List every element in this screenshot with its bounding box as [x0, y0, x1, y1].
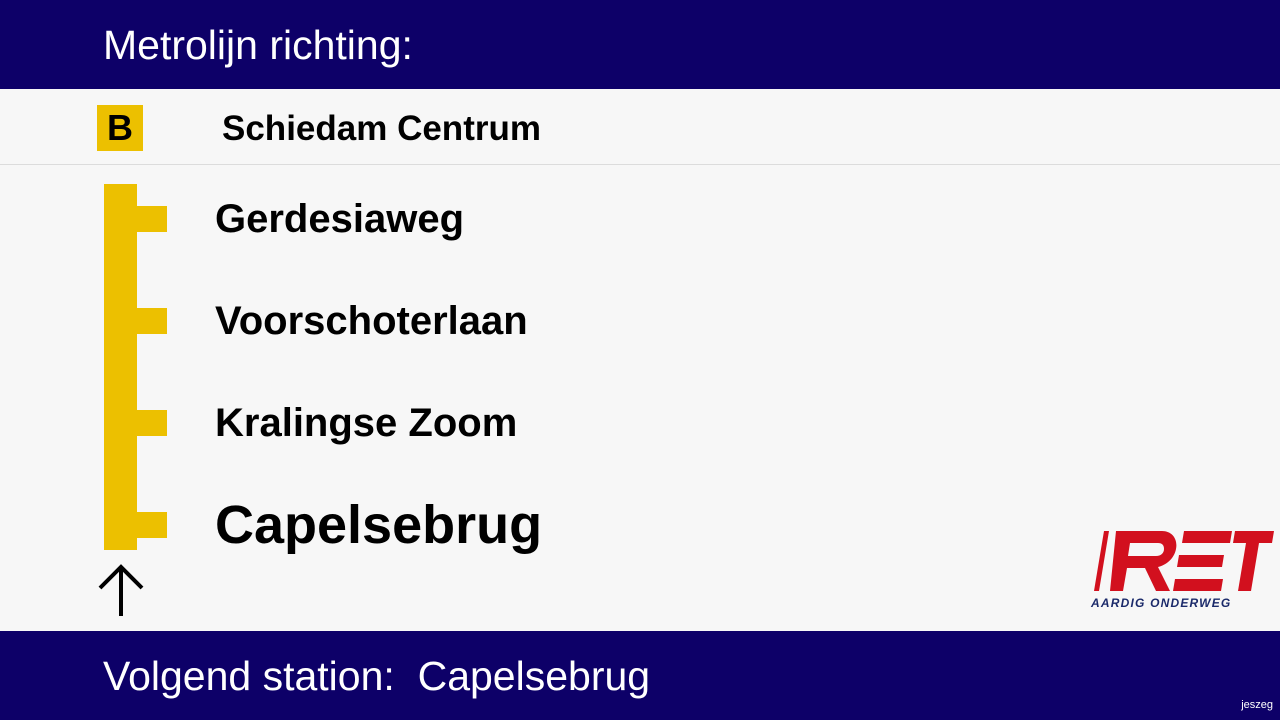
- station-name: Gerdesiaweg: [215, 197, 465, 241]
- header-bar: [0, 0, 1280, 89]
- footer-bar: [0, 631, 1280, 720]
- destination-row: [0, 89, 1280, 165]
- station-name: Kralingse Zoom: [215, 401, 518, 445]
- next-station-name: Capelsebrug: [417, 653, 651, 699]
- watermark: jeszeg: [1241, 699, 1273, 711]
- ret-logo: [1094, 531, 1274, 591]
- station-tick: [136, 308, 167, 334]
- current-station-name: Capelsebrug: [215, 495, 543, 555]
- header-title: Metrolijn richting:: [103, 22, 413, 68]
- next-station-display: Volgend station: Capelsebrug: [103, 651, 650, 701]
- station-tick: [136, 512, 167, 538]
- route-line: [104, 184, 137, 550]
- arrow-up-icon: [98, 564, 144, 616]
- destination-name: Schiedam Centrum: [222, 109, 541, 148]
- station-tick: [136, 410, 167, 436]
- line-badge: B: [97, 105, 143, 151]
- next-station-label: Volgend station:: [103, 653, 395, 699]
- logo-slogan: AARDIG ONDERWEG: [1091, 596, 1232, 610]
- station-tick: [136, 206, 167, 232]
- station-name: Voorschoterlaan: [215, 299, 528, 343]
